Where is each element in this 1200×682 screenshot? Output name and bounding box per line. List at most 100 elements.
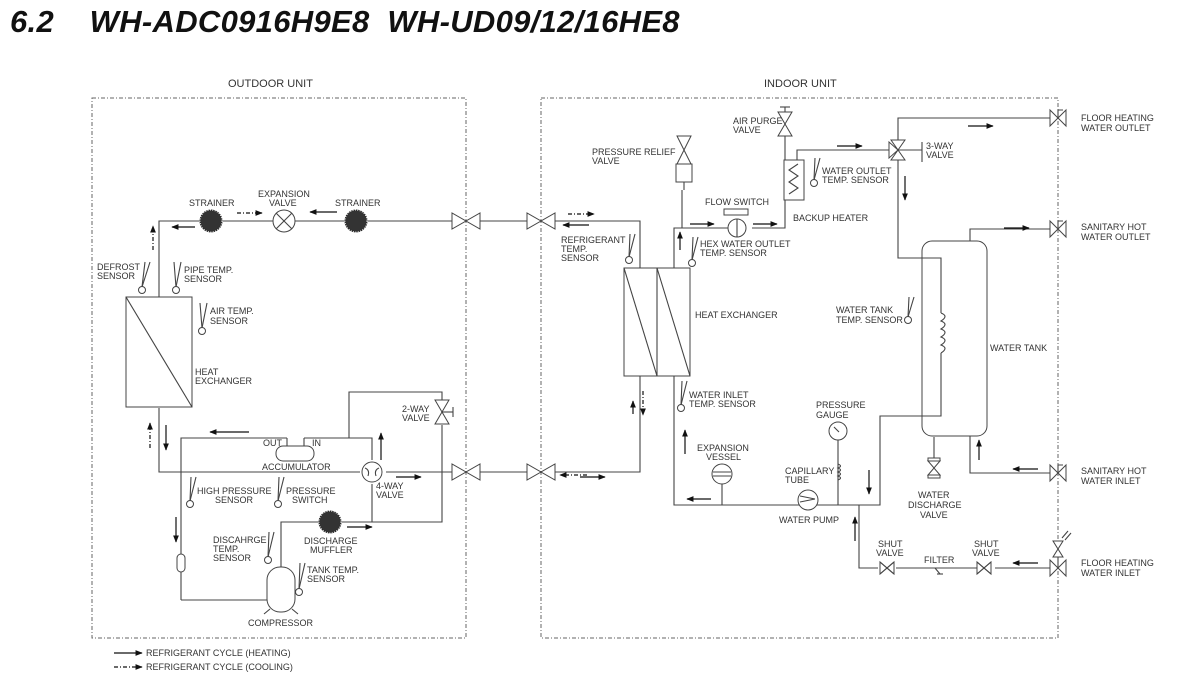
water-tank-icon — [921, 240, 988, 437]
air-purge-valve-label-1: AIR PURGE — [733, 116, 783, 126]
water-inlet-temp-sensor-icon — [677, 380, 688, 412]
hex-water-outlet-label-1: HEX WATER OUTLET — [700, 239, 791, 249]
water-tank-label: WATER TANK — [990, 343, 1047, 353]
floor-heating-outlet-valve-icon — [1049, 108, 1067, 128]
strainer-icon — [344, 209, 368, 233]
service-valve-icon — [526, 212, 556, 230]
air-temp-sensor-label-1: AIR TEMP. — [210, 306, 254, 316]
shut-valve-left-label-2: VALVE — [876, 548, 904, 558]
pressure-gauge-icon — [828, 421, 848, 505]
filter-icon — [934, 567, 943, 575]
refrigerant-temp-sensor-label-3: SENSOR — [561, 253, 600, 263]
pipe-temp-sensor-label-2: SENSOR — [184, 274, 223, 284]
accumulator-label: ACCUMULATOR — [262, 462, 331, 472]
pressure-relief-valve-icon — [675, 135, 693, 190]
floor-heating-inlet-valve-icon — [1049, 530, 1072, 578]
three-way-valve-label-2: VALVE — [926, 150, 954, 160]
pressure-switch-label-1: PRESSURE — [286, 486, 336, 496]
three-way-valve-icon — [888, 139, 923, 162]
sanitary-hot-inlet-valve-icon — [1049, 463, 1067, 483]
four-way-valve-icon — [361, 461, 383, 483]
outdoor-hx-label-2: EXCHANGER — [195, 376, 253, 386]
legend-heating-label: REFRIGERANT CYCLE (HEATING) — [146, 648, 291, 658]
discharge-temp-sensor-label-1: DISCAHRGE — [213, 535, 267, 545]
expansion-vessel-label-1: EXPANSION — [697, 443, 749, 453]
water-discharge-valve-label-2: DISCHARGE — [908, 500, 962, 510]
sanitary-hot-inlet-label-2: WATER INLET — [1081, 476, 1141, 486]
hex-water-outlet-temp-sensor-icon — [688, 236, 699, 267]
sanitary-hot-outlet-label-2: WATER OUTLET — [1081, 232, 1151, 242]
water-discharge-valve-label-3: VALVE — [920, 510, 948, 520]
flow-switch-icon — [723, 208, 749, 238]
model-numbers: WH-ADC0916H9E8 WH-UD09/12/16HE8 — [89, 4, 680, 39]
refrigerant-temp-sensor-icon — [625, 233, 636, 264]
discharge-temp-sensor-label-3: SENSOR — [213, 553, 252, 563]
water-outlet-temp-sensor-label-2: TEMP. SENSOR — [822, 175, 889, 185]
accumulator-out-label: OUT — [263, 438, 283, 448]
hex-water-outlet-label-2: TEMP. SENSOR — [700, 248, 767, 258]
flow-arrows-cooling — [147, 210, 646, 478]
flow-arrows-heating — [163, 123, 1038, 566]
strainer-icon — [199, 209, 223, 233]
air-purge-valve-label-2: VALVE — [733, 125, 761, 135]
capillary-tube-label-1: CAPILLARY — [785, 466, 834, 476]
flow-switch-label: FLOW SWITCH — [705, 197, 769, 207]
defrost-sensor-label-2: SENSOR — [97, 271, 136, 281]
tank-temp-sensor-label-1: TANK TEMP. — [307, 565, 359, 575]
water-tank-temp-sensor-label-2: TEMP. SENSOR — [836, 315, 903, 325]
high-pressure-sensor-label-1: HIGH PRESSURE — [197, 486, 272, 496]
capillary-tube-label-2: TUBE — [785, 475, 809, 485]
floor-heating-inlet-label-2: WATER INLET — [1081, 568, 1141, 578]
water-pump-label: WATER PUMP — [779, 515, 839, 525]
four-way-valve-label-1: 4-WAY — [376, 481, 404, 491]
shut-valve-right-label-1: SHUT — [974, 539, 999, 549]
two-way-valve-label-2: VALVE — [402, 413, 430, 423]
water-tank-temp-sensor-icon — [904, 296, 915, 324]
indoor-heat-exchanger — [623, 267, 691, 377]
floor-heating-inlet-label-1: FLOOR HEATING — [1081, 558, 1154, 568]
service-valve-icon — [451, 212, 481, 230]
accumulator-in-label: IN — [312, 438, 321, 448]
section-number: 6.2 — [10, 4, 54, 39]
expansion-valve-label-1: EXPANSION — [258, 189, 310, 199]
floor-heating-outlet-label-1: FLOOR HEATING — [1081, 113, 1154, 123]
page-title: 6.2 WH-ADC0916H9E8 WH-UD09/12/16HE8 — [10, 4, 680, 40]
pipe-temp-sensor-icon — [172, 261, 182, 294]
outdoor-hx-label-1: HEAT — [195, 367, 219, 377]
discharge-temp-sensor-icon — [264, 531, 275, 564]
pipe-temp-sensor-label-1: PIPE TEMP. — [184, 265, 233, 275]
indoor-unit-title: INDOOR UNIT — [764, 78, 837, 90]
shut-valve-icon — [976, 560, 992, 576]
air-temp-sensor-label-2: SENSOR — [210, 316, 249, 326]
backup-heater-icon — [783, 159, 805, 201]
four-way-valve-label-2: VALVE — [376, 490, 404, 500]
compressor-label: COMPRESSOR — [248, 618, 314, 628]
service-valve-icon — [451, 463, 481, 481]
air-temp-sensor-icon — [198, 302, 208, 335]
accumulator-icon — [275, 438, 315, 462]
refrigerant-liquid-pipe — [480, 376, 641, 473]
two-way-valve-label-1: 2-WAY — [402, 404, 430, 414]
defrost-sensor-label-1: DEFROST — [97, 262, 141, 272]
tank-temp-sensor-icon — [295, 562, 306, 596]
water-outlet-temp-sensor-label-1: WATER OUTLET — [822, 166, 892, 176]
defrost-sensor-icon — [138, 261, 151, 294]
pressure-relief-valve-label-1: PRESSURE RELIEF — [592, 147, 676, 157]
water-inlet-temp-sensor-label-1: WATER INLET — [689, 390, 749, 400]
water-discharge-valve-label-1: WATER — [918, 490, 950, 500]
pressure-switch-icon — [274, 476, 285, 508]
discharge-muffler-label-1: DISCHARGE — [304, 536, 358, 546]
floor-heating-outlet-label-2: WATER OUTLET — [1081, 123, 1151, 133]
pressure-gauge-label-2: GAUGE — [816, 410, 849, 420]
indoor-unit-boundary — [540, 97, 1059, 639]
sanitary-hot-outlet-valve-icon — [1049, 219, 1067, 239]
expansion-valve-icon — [272, 209, 296, 233]
water-pump-icon — [797, 489, 819, 511]
expansion-vessel-label-2: VESSEL — [706, 452, 741, 462]
three-way-valve-label-1: 3-WAY — [926, 141, 954, 151]
refrigerant-gas-pipe — [480, 220, 641, 268]
water-outlet-temp-sensor-icon — [810, 157, 821, 187]
tank-temp-sensor-label-2: SENSOR — [307, 574, 346, 584]
outdoor-piping — [158, 220, 460, 601]
